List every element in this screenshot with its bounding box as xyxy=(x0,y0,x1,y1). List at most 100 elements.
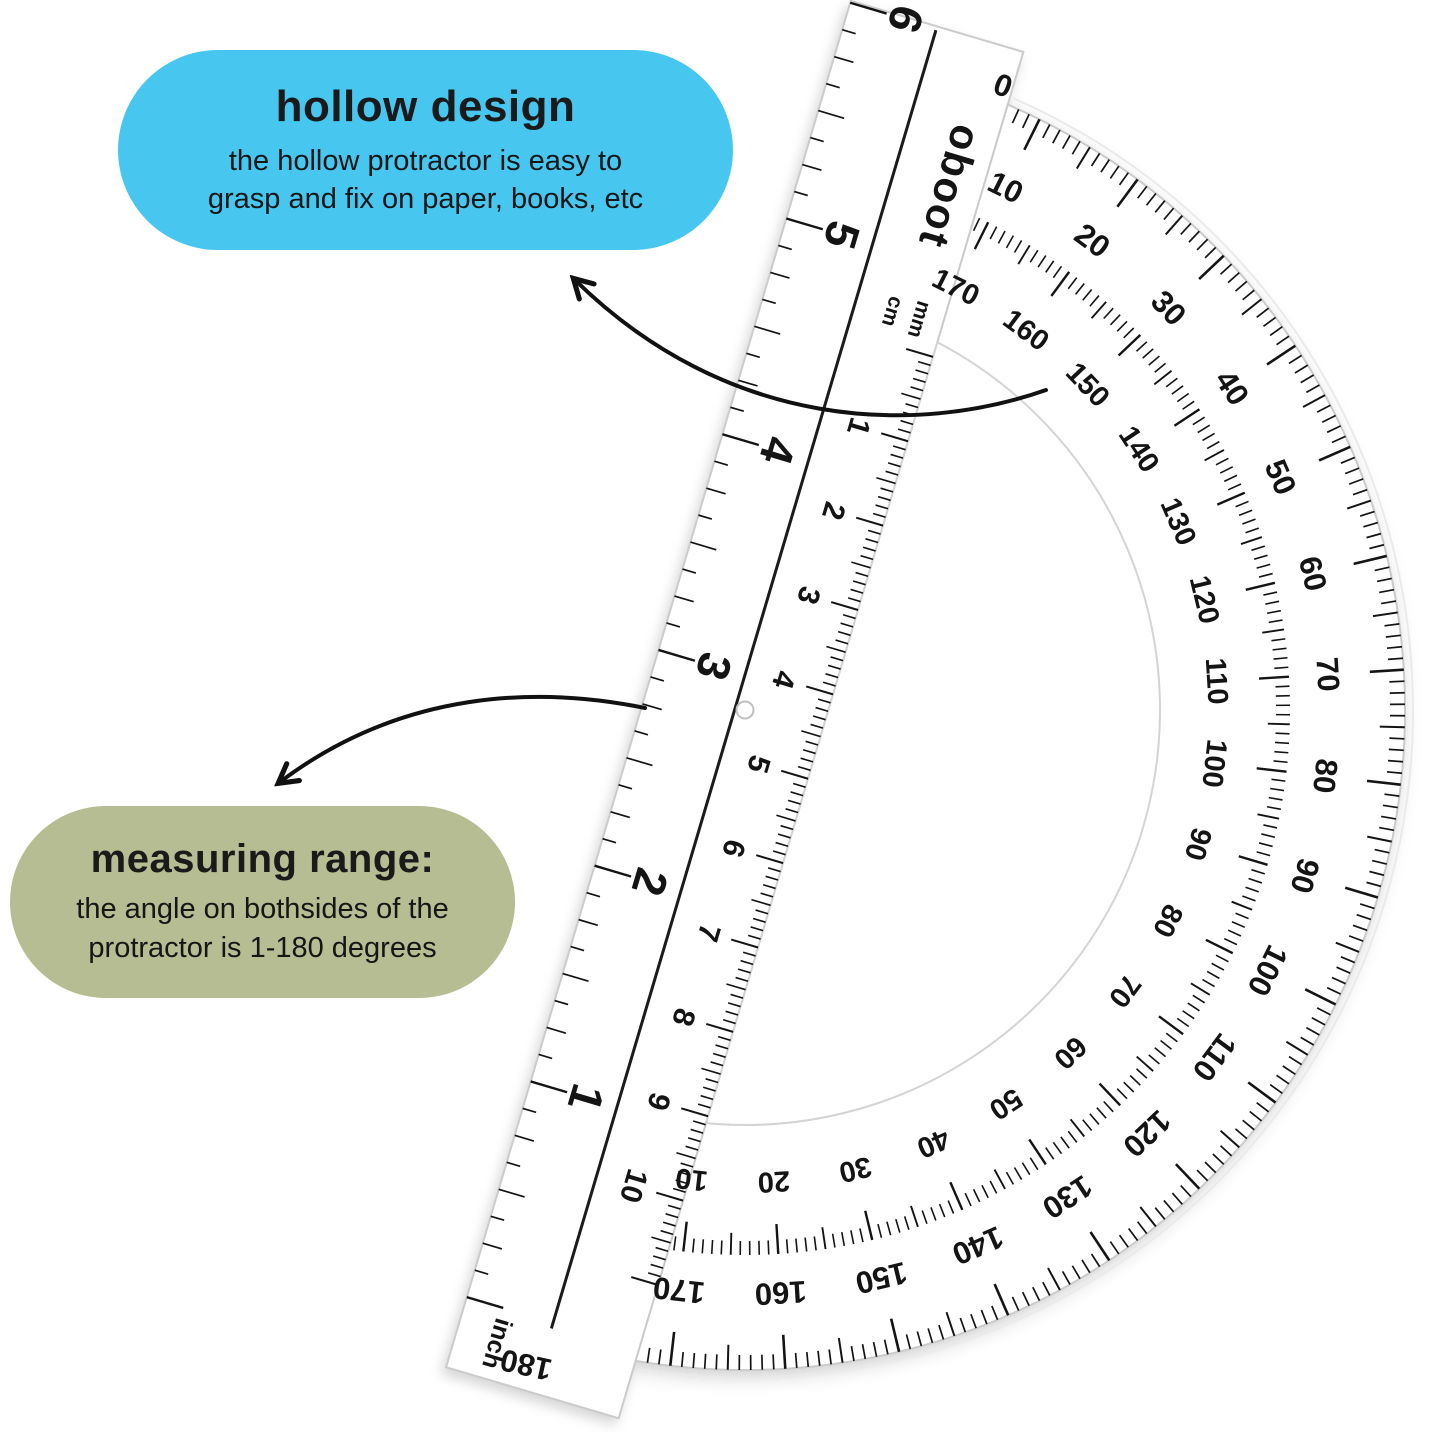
degree-tick-inner xyxy=(1258,572,1273,578)
degree-tick-inner xyxy=(1204,449,1225,462)
degree-tick-outer xyxy=(1344,886,1379,899)
degree-tick-inner xyxy=(938,1203,946,1218)
degree-tick-inner xyxy=(691,1238,695,1253)
inch-tick xyxy=(833,55,854,64)
cm-tick xyxy=(751,898,771,907)
degree-tick-inner xyxy=(1013,1167,1023,1180)
degree-tick-inner xyxy=(1206,440,1220,450)
degree-tick-inner xyxy=(859,1228,864,1243)
degree-tick-outer xyxy=(1305,384,1320,394)
inch-tick xyxy=(674,595,694,603)
degree-tick-inner xyxy=(1103,307,1114,320)
cm-tick xyxy=(840,622,854,628)
degree-tick-outer xyxy=(1262,316,1277,328)
cm-tick xyxy=(775,841,789,848)
degree-tick-inner xyxy=(1202,432,1215,442)
cm-tick xyxy=(897,428,911,434)
cm-tick xyxy=(662,1221,676,1227)
degree-tick-outer xyxy=(738,1354,741,1370)
cm-tick xyxy=(651,1236,671,1244)
arrow-to-range-callout xyxy=(280,694,647,782)
cm-tick xyxy=(740,959,754,966)
degree-tick-outer xyxy=(1335,941,1360,953)
degree-tick-inner xyxy=(997,230,1006,244)
degree-tick-outer xyxy=(1381,815,1397,820)
cm-tick xyxy=(901,392,921,400)
hollow-callout-line1: the hollow protractor is easy to xyxy=(228,144,623,177)
degree-tick-inner xyxy=(1021,1162,1031,1176)
degree-tick-outer xyxy=(1356,913,1372,921)
degree-tick-inner xyxy=(739,1240,742,1255)
inch-tick xyxy=(586,891,601,898)
degree-tick-inner xyxy=(895,1218,901,1233)
cm-tick xyxy=(847,597,861,603)
degree-tick-outer xyxy=(1256,1101,1270,1113)
inch-tick xyxy=(841,28,856,35)
degree-tick-outer xyxy=(1387,759,1404,763)
degree-tick-inner xyxy=(947,1200,955,1214)
degree-tick-outer xyxy=(726,1344,730,1370)
degree-tick-inner xyxy=(1211,962,1225,971)
degree-tick-inner xyxy=(1245,886,1260,893)
degree-tick-inner xyxy=(1090,301,1107,319)
cm-tick xyxy=(905,403,919,409)
degree-tick-outer xyxy=(1196,1169,1209,1182)
cm-tick xyxy=(787,799,801,805)
inch-tick xyxy=(658,648,696,662)
degree-tick-outer xyxy=(1163,1199,1175,1213)
inch-tick xyxy=(634,730,649,736)
cm-tick xyxy=(905,347,934,358)
degree-tick-outer xyxy=(1384,623,1400,627)
range-callout-line2: protractor is 1-180 degrees xyxy=(88,931,437,964)
cm-tick xyxy=(802,748,816,755)
cm-tick xyxy=(876,476,896,485)
degree-tick-outer xyxy=(1204,1161,1217,1174)
degree-tick-outer xyxy=(1227,272,1240,284)
degree-tick-outer xyxy=(1331,435,1346,444)
inch-tick xyxy=(770,271,790,279)
cm-tick xyxy=(647,1272,661,1278)
degree-tick-inner xyxy=(1275,694,1290,697)
degree-tick-outer xyxy=(1021,113,1030,129)
degree-tick-inner xyxy=(1267,722,1290,726)
degree-tick-inner xyxy=(1187,1002,1200,1012)
degree-tick-outer xyxy=(889,1318,901,1353)
degree-tick-outer xyxy=(872,1341,878,1357)
cm-tick xyxy=(780,824,794,831)
cm-tick xyxy=(800,757,814,763)
cm-tick xyxy=(880,432,909,443)
degree-tick-outer xyxy=(991,1305,999,1321)
degree-tick-outer xyxy=(1256,307,1270,319)
inch-tick xyxy=(506,1161,521,1168)
degree-tick-outer xyxy=(1081,1259,1091,1274)
degree-tick-inner xyxy=(1223,937,1238,946)
degree-tick-outer xyxy=(749,1354,752,1370)
cm-tick xyxy=(752,917,766,923)
degree-tick-inner xyxy=(1116,320,1128,332)
cm-tick xyxy=(825,673,839,679)
degree-tick-inner xyxy=(729,1232,733,1255)
degree-tick-inner xyxy=(1142,348,1154,359)
degree-tick-inner xyxy=(1275,713,1290,716)
degree-tick-inner xyxy=(1135,341,1148,352)
degree-tick-outer xyxy=(1340,456,1356,464)
degree-tick-outer xyxy=(1269,1083,1283,1094)
cm-tick xyxy=(747,934,761,940)
cm-tick xyxy=(650,1263,664,1269)
degree-tick-inner xyxy=(1096,1107,1107,1119)
degree-tick-outer xyxy=(1348,478,1364,485)
inch-tick xyxy=(514,1134,535,1142)
degree-tick-inner xyxy=(748,1240,751,1255)
cm-tick xyxy=(826,645,846,653)
degree-tick-outer xyxy=(1363,521,1379,528)
degree-tick-outer xyxy=(1321,414,1337,423)
degree-tick-inner xyxy=(1216,491,1246,506)
degree-tick-outer xyxy=(1374,848,1390,854)
degree-tick-inner xyxy=(1192,416,1206,426)
degree-tick-inner xyxy=(1265,600,1280,605)
cm-tick xyxy=(785,808,799,814)
degree-tick-inner xyxy=(701,1239,705,1254)
degree-tick-outer xyxy=(1379,725,1405,729)
degree-tick-inner xyxy=(1005,1171,1015,1185)
range-callout-title: measuring range: xyxy=(90,837,435,882)
